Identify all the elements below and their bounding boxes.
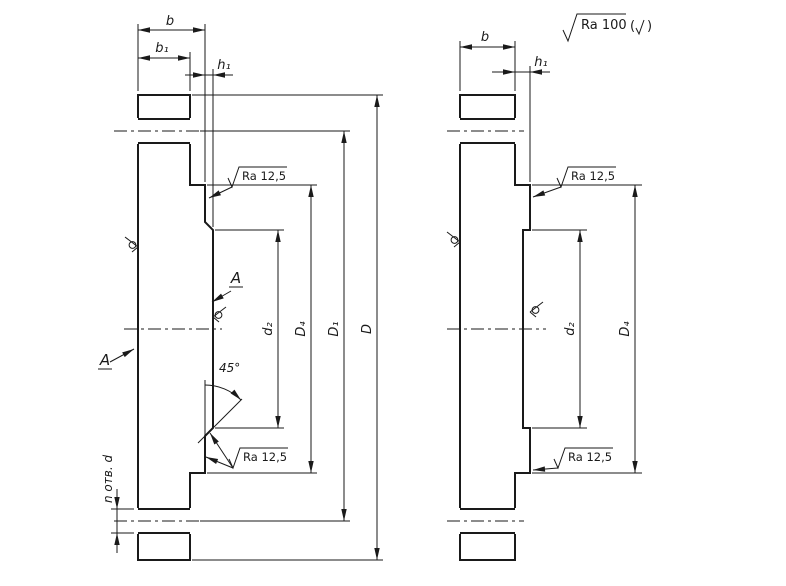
dim-label-D1: D₁ — [327, 321, 342, 336]
dim-label-d2: d₂ — [261, 322, 276, 335]
roughness-leader — [209, 432, 234, 469]
dim-label-b: b — [481, 30, 489, 45]
roughness-leader — [532, 186, 562, 198]
dim-label-h1: h₁ — [534, 55, 547, 70]
view-label-a-back: A — [99, 351, 110, 369]
roughness-check-icon — [556, 166, 616, 189]
left-flange-view: b b₁ h₁ d₂ D₄ D₁ D n отв. d 45° Ra 12,5 — [98, 14, 383, 561]
view-arrow — [109, 348, 135, 363]
general-roughness-value: Ra 100 — [581, 18, 627, 33]
left-extension-lines — [111, 24, 383, 561]
roughness-check-icon — [228, 447, 288, 470]
dim-label-b: b — [166, 14, 174, 29]
view-label-a-front: A — [230, 269, 241, 287]
chamfer-angle-label: 45° — [219, 361, 240, 375]
holes-note-label: n отв. d — [101, 455, 115, 503]
roughness-check-icon — [562, 13, 626, 43]
roughness-leader — [532, 466, 559, 472]
chamfer-angle-arc — [204, 384, 242, 401]
dim-label-h1: h₁ — [217, 58, 230, 73]
paren-close: ) — [647, 19, 652, 34]
paren-open: ( — [630, 19, 635, 34]
roughness-circle-symbol-icon — [446, 231, 461, 248]
roughness-circle-symbol-icon — [124, 236, 139, 253]
dim-label-D: D — [360, 324, 375, 334]
roughness-check-icon — [227, 166, 287, 189]
dim-label-D4: D₄ — [618, 321, 633, 337]
right-extension-lines — [459, 41, 642, 474]
right-flange-view: b h₁ d₂ D₄ Ra 12,5 Ra 12,5 — [446, 30, 642, 561]
right-flange-section — [459, 94, 531, 561]
view-arrow — [211, 290, 232, 303]
roughness-leader — [205, 456, 234, 469]
corner-roughness-note: Ra 100 ( ) — [562, 13, 652, 43]
left-bolt-hole-edges — [138, 118, 190, 534]
left-flange-section — [137, 94, 214, 561]
dim-label-d2: d₂ — [563, 322, 578, 335]
roughness-check-icon — [635, 19, 645, 36]
roughness-circle-symbol-icon — [529, 301, 544, 318]
roughness-check-icon — [553, 447, 613, 470]
roughness-leader — [208, 186, 233, 199]
roughness-value-bottom: Ra 12,5 — [243, 450, 287, 464]
roughness-value-bottom: Ra 12,5 — [568, 450, 612, 464]
dim-label-D4: D₄ — [294, 321, 309, 337]
roughness-circle-symbol-icon — [212, 306, 227, 323]
roughness-value-top: Ra 12,5 — [242, 169, 286, 183]
dim-label-b1: b₁ — [155, 41, 168, 56]
roughness-value-top: Ra 12,5 — [571, 169, 615, 183]
right-bolt-hole-edges — [460, 118, 515, 534]
